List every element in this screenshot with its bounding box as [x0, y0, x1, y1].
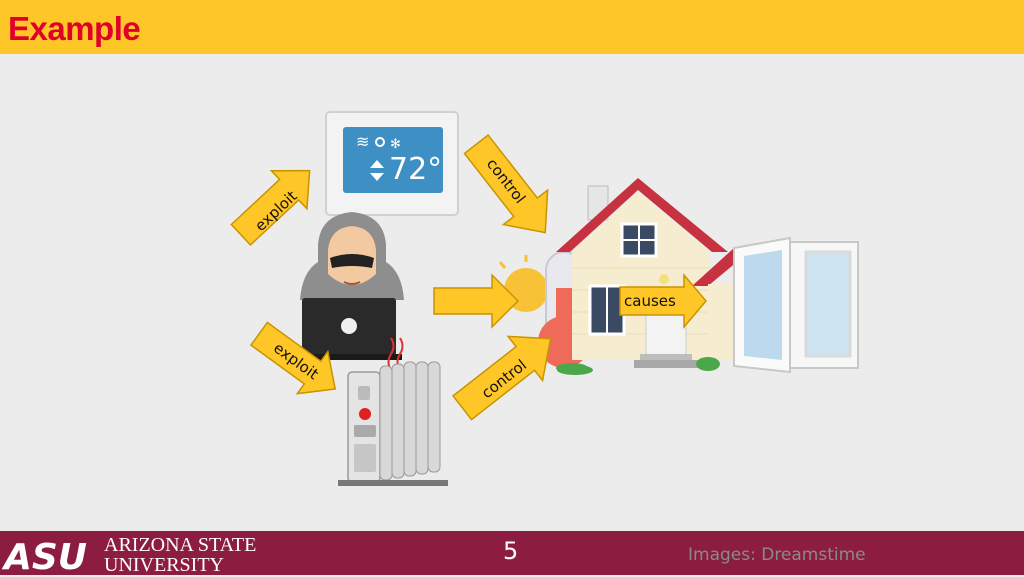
asu-logo-mark: ASU	[0, 531, 263, 575]
slide-title: Example	[8, 10, 141, 47]
thermostat-icon: ≋ ✻	[325, 111, 459, 216]
radiator-icon	[338, 337, 448, 486]
exploit-top-arrow	[230, 169, 311, 247]
header-bar	[0, 0, 1024, 54]
svg-text:✻: ✻	[390, 137, 401, 152]
heat-arrow	[433, 273, 520, 329]
thermostat-temperature: 72°	[389, 152, 443, 187]
control-top-arrow	[463, 134, 549, 234]
page-number: 5	[503, 537, 519, 565]
house-icon	[556, 178, 744, 373]
asu-logo-line1: ARIZONA STATE	[104, 534, 257, 556]
asu-logo-line2: UNIVERSITY	[104, 554, 224, 576]
open-window-icon	[733, 236, 859, 374]
control-bottom-arrow	[452, 335, 552, 421]
causes-label: causes	[624, 292, 676, 310]
asu-logo: ASU ARIZONA STATE UNIVERSITY	[0, 531, 263, 576]
hacker-icon	[296, 212, 404, 360]
asu-logo-letters: ASU	[1, 537, 87, 575]
causes-arrow	[619, 272, 707, 330]
svg-text:≋: ≋	[356, 132, 369, 151]
exploit-bottom-arrow	[249, 321, 337, 395]
image-credit: Images: Dreamstime	[688, 545, 866, 565]
